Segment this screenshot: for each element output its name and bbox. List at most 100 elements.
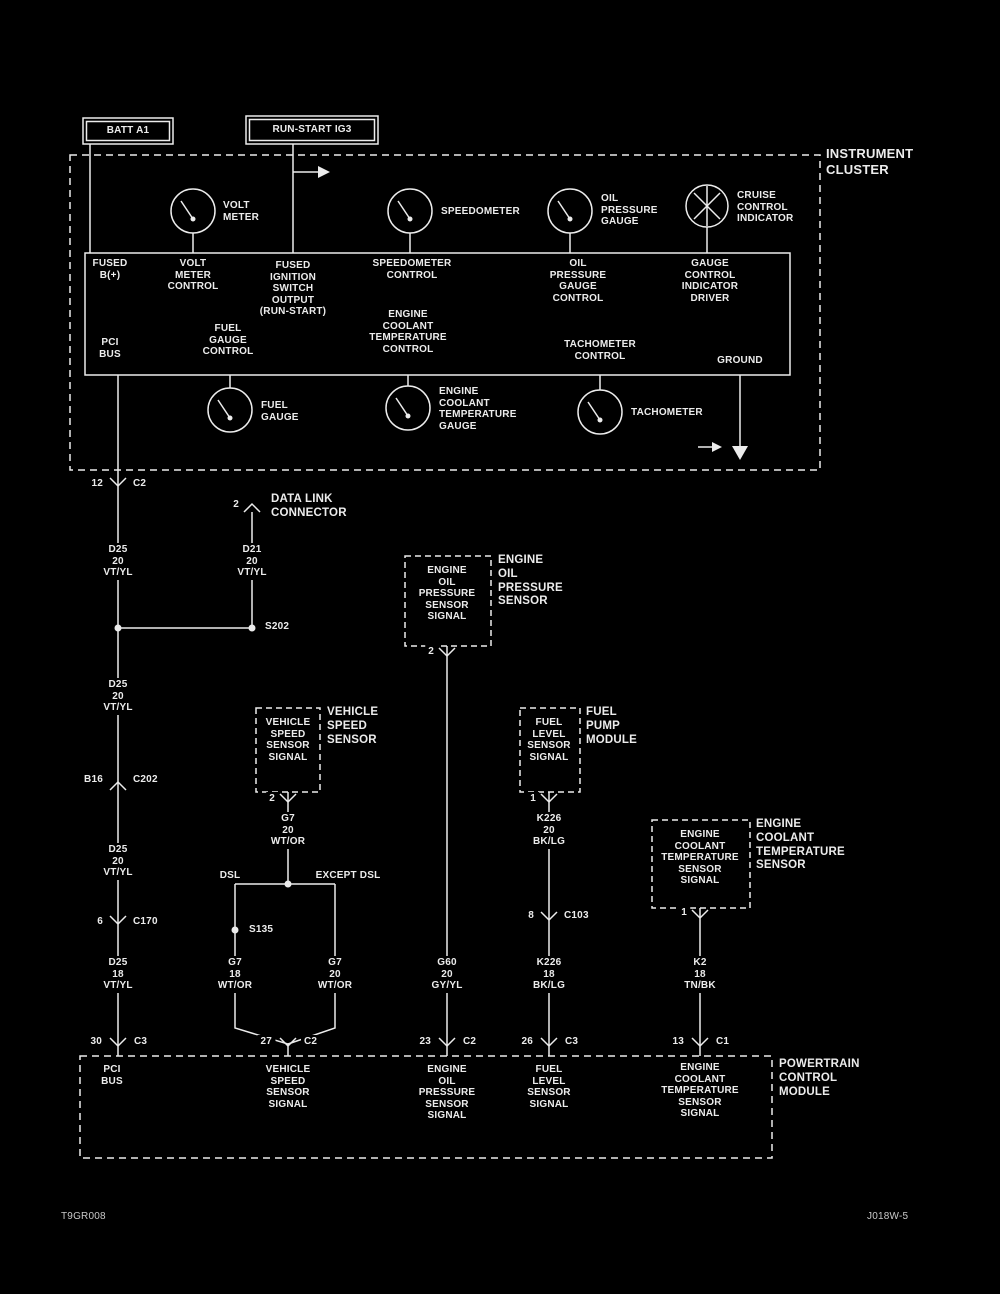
pcm-ect-pin-number: 13 bbox=[669, 1035, 687, 1049]
pin-fused-ignition: FUSED IGNITION SWITCH OUTPUT (RUN-START) bbox=[256, 259, 330, 319]
c170-connector-name: C170 bbox=[130, 915, 161, 929]
pcm-fuel-pin-number: 26 bbox=[518, 1035, 536, 1049]
oil-sensor-pin-number: 2 bbox=[425, 645, 437, 659]
ground-pointer-arrow-icon bbox=[712, 442, 722, 452]
pin-tachometer-control: TACHOMETER CONTROL bbox=[561, 338, 639, 363]
splice-s135-label: S135 bbox=[246, 923, 277, 937]
ect-signal-text: ENGINE COOLANT TEMPERATURE SENSOR SIGNAL bbox=[658, 828, 742, 888]
connector-chevron-pcm-c3a bbox=[109, 1037, 127, 1048]
cruise-indicator-label: CRUISE CONTROL INDICATOR bbox=[734, 189, 797, 226]
wire-label-fuel-bot: K226 18 BK/LG bbox=[529, 956, 569, 993]
ect-component-label: ENGINE COOLANT TEMPERATURE SENSOR bbox=[753, 817, 848, 875]
vss-junction-dot bbox=[284, 880, 292, 888]
ect-sensor-box bbox=[651, 819, 751, 909]
pcm-pci-pin-number: 30 bbox=[87, 1035, 105, 1049]
wire-label-pci-2: D25 20 VT/YL bbox=[100, 678, 136, 715]
wire-label-ect: K2 18 TN/BK bbox=[681, 956, 719, 993]
wire-label-vss-top: G7 20 WT/OR bbox=[267, 812, 309, 849]
connector-chevron-pcm-c1 bbox=[691, 1037, 709, 1048]
pcm-fuel-connector-name: C3 bbox=[562, 1035, 582, 1049]
tachometer-gauge-icon bbox=[577, 389, 623, 435]
pcm-oil-connector-name: C2 bbox=[460, 1035, 480, 1049]
wire-label-pci-1: D25 20 VT/YL bbox=[100, 543, 136, 580]
run-start-arrow-icon bbox=[318, 166, 330, 178]
dlc-label: DATA LINK CONNECTOR bbox=[268, 492, 350, 522]
connector-chevron-c202 bbox=[109, 780, 127, 791]
pin-speedometer-control: SPEEDOMETER CONTROL bbox=[369, 257, 455, 282]
fuel-pump-pin-number: 1 bbox=[527, 792, 539, 806]
c202-pin-number: B16 bbox=[81, 773, 106, 787]
oil-pressure-gauge-label: OIL PRESSURE GAUGE bbox=[598, 192, 661, 229]
cruise-indicator-lamp-icon bbox=[685, 184, 729, 228]
pcm-pin-vss-signal: VEHICLE SPEED SENSOR SIGNAL bbox=[262, 1063, 314, 1111]
splice-s202-label: S202 bbox=[262, 620, 293, 634]
wire-label-vss-exc: G7 20 WT/OR bbox=[314, 956, 356, 993]
batt-feed-label: BATT A1 bbox=[103, 124, 153, 138]
pcm-pci-connector-name: C3 bbox=[131, 1035, 151, 1049]
pcm-vss-pin-number: 27 bbox=[257, 1035, 275, 1049]
speedometer-label: SPEEDOMETER bbox=[438, 205, 523, 219]
pin-oil-pressure-control: OIL PRESSURE GAUGE CONTROL bbox=[546, 257, 610, 305]
pin-gauge-control-driver: GAUGE CONTROL INDICATOR DRIVER bbox=[678, 257, 742, 305]
pin-ect-control: ENGINE COOLANT TEMPERATURE CONTROL bbox=[366, 308, 450, 356]
dlc-pin-number: 2 bbox=[230, 498, 242, 512]
c2-connector-name: C2 bbox=[130, 477, 150, 491]
fuel-pump-component-label: FUEL PUMP MODULE bbox=[583, 705, 641, 749]
run-start-feed-label: RUN-START IG3 bbox=[269, 123, 355, 137]
splice-s135-dot bbox=[231, 926, 239, 934]
volt-meter-gauge-icon bbox=[170, 188, 216, 234]
vss-component-label: VEHICLE SPEED SENSOR bbox=[324, 705, 382, 749]
dsl-branch-label: DSL bbox=[216, 869, 244, 883]
splice-s202-dot bbox=[248, 624, 256, 632]
connector-chevron-pcm-c2b bbox=[438, 1037, 456, 1048]
wire-label-pci-dlc: D21 20 VT/YL bbox=[234, 543, 270, 580]
wire-label-vss-dsl: G7 18 WT/OR bbox=[214, 956, 256, 993]
connector-chevron-fuel bbox=[540, 793, 558, 804]
pcm-box bbox=[79, 1055, 773, 1159]
connector-chevron-oil bbox=[438, 647, 456, 658]
c202-connector-name: C202 bbox=[130, 773, 161, 787]
pcm-pin-fuel-signal: FUEL LEVEL SENSOR SIGNAL bbox=[524, 1063, 574, 1111]
fuel-gauge-icon bbox=[207, 387, 253, 433]
pin-volt-meter-control: VOLT METER CONTROL bbox=[164, 257, 222, 294]
connector-chevron-c2 bbox=[109, 477, 127, 488]
wire-label-pci-3: D25 20 VT/YL bbox=[100, 843, 136, 880]
pin-fused-b: FUSED B(+) bbox=[89, 257, 131, 282]
connector-chevron-vss bbox=[279, 793, 297, 804]
except-dsl-branch-label: EXCEPT DSL bbox=[312, 869, 384, 883]
footer-left-code: T9GR008 bbox=[58, 1210, 109, 1224]
pin-fuel-gauge-control: FUEL GAUGE CONTROL bbox=[199, 322, 257, 359]
fuel-gauge-label: FUEL GAUGE bbox=[258, 399, 302, 424]
fuel-level-signal-text: FUEL LEVEL SENSOR SIGNAL bbox=[524, 716, 574, 764]
connector-chevron-ect bbox=[691, 909, 709, 920]
oil-sensor-signal-text: ENGINE OIL PRESSURE SENSOR SIGNAL bbox=[415, 564, 479, 624]
pcm-pin-pci-bus: PCI BUS bbox=[98, 1063, 126, 1088]
pci-junction-dot bbox=[114, 624, 122, 632]
c170-pin-number: 6 bbox=[94, 915, 106, 929]
pcm-component-label: POWERTRAIN CONTROL MODULE bbox=[776, 1057, 863, 1101]
connector-chevron-pcm-c3b bbox=[540, 1037, 558, 1048]
connector-chevron-c103 bbox=[540, 911, 558, 922]
oil-pressure-sensor-box bbox=[404, 555, 492, 647]
pin-pci-bus: PCI BUS bbox=[96, 336, 124, 361]
tachometer-label: TACHOMETER bbox=[628, 406, 706, 420]
fuel-pump-module-box bbox=[519, 707, 581, 793]
batt-feed-box bbox=[82, 117, 174, 145]
connector-chevron-dlc bbox=[243, 502, 261, 513]
ect-pin-number: 1 bbox=[678, 906, 690, 920]
volt-meter-label: VOLT METER bbox=[220, 199, 262, 224]
vss-signal-text: VEHICLE SPEED SENSOR SIGNAL bbox=[262, 716, 314, 764]
pcm-ect-connector-name: C1 bbox=[713, 1035, 733, 1049]
pcm-pin-oil-signal: ENGINE OIL PRESSURE SENSOR SIGNAL bbox=[415, 1063, 479, 1123]
c103-pin-number: 8 bbox=[525, 909, 537, 923]
vss-pin-number: 2 bbox=[266, 792, 278, 806]
wire-label-fuel-top: K226 20 BK/LG bbox=[529, 812, 569, 849]
coolant-temp-gauge-icon bbox=[385, 385, 431, 431]
oil-pressure-gauge-icon bbox=[547, 188, 593, 234]
connector-chevron-c170 bbox=[109, 915, 127, 926]
pcm-oil-pin-number: 23 bbox=[416, 1035, 434, 1049]
speedometer-gauge-icon bbox=[387, 188, 433, 234]
instrument-cluster-box bbox=[69, 154, 821, 471]
c103-connector-name: C103 bbox=[561, 909, 592, 923]
